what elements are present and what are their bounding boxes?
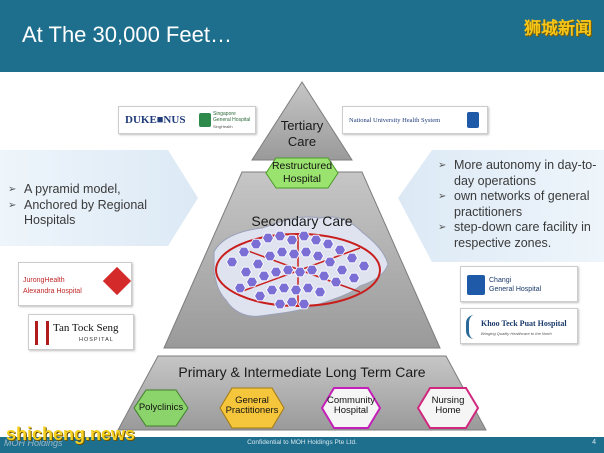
nursing-home-hex <box>416 387 480 429</box>
nuhs-wordmark: National University Health System <box>349 117 441 124</box>
footer-confidential: Confidential to MOH Holdings Pte Ltd. <box>247 439 357 446</box>
network-hex <box>250 238 262 250</box>
right-bullet-list: More autonomy in day-to-day operations o… <box>438 158 604 251</box>
tertiary-care-label: Tertiary Care <box>280 118 324 149</box>
primary-care-label: Primary & Intermediate Long Term Care <box>178 364 426 380</box>
changi-wordmark: Changi General Hospital <box>489 277 542 293</box>
network-hex <box>282 264 294 276</box>
ttsh-logo: Tan Tock Seng HOSPITAL <box>28 314 134 350</box>
network-hex <box>294 266 306 278</box>
duke-nus-sgh-logo: DUKE■NUS Singapore General Hospital Sing… <box>118 106 256 134</box>
footer-logo: MOH Holdings <box>4 438 63 448</box>
network-hex <box>330 276 342 288</box>
network-hex <box>278 282 290 294</box>
secondary-care-label: Secondary Care <box>251 213 353 229</box>
network-hex <box>300 246 312 258</box>
network-hex <box>258 270 270 282</box>
network-hex <box>290 284 302 296</box>
ktph-logo: Khoo Teck Puat Hospital Bringing Quality… <box>460 308 578 344</box>
community-hospital-hex <box>320 387 382 429</box>
community-hospital-label: Community Hospital <box>326 395 376 416</box>
alexandra-wordmark: Alexandra Hospital <box>23 288 82 295</box>
right-bullet-item: More autonomy in day-to-day operations <box>438 158 604 189</box>
network-hex <box>286 234 298 246</box>
polyclinics-label: Polyclinics <box>138 402 184 413</box>
ktph-leaf-icon <box>466 315 478 339</box>
network-hex <box>226 256 238 268</box>
polyclinics-hex <box>133 389 189 427</box>
network-hex <box>322 238 334 250</box>
right-bullet-item: step-down care facility in respective zo… <box>438 220 604 251</box>
network-hex <box>298 230 310 242</box>
network-hex <box>312 250 324 262</box>
restructured-hospital-label: Restructured Hospital <box>271 160 333 185</box>
nursing-home-label: Nursing Home <box>431 395 465 416</box>
network-hex <box>306 264 318 276</box>
nuhs-cross-icon <box>467 112 479 128</box>
jurong-wordmark: JurongHealth <box>23 277 65 284</box>
ttsh-emblem-icon <box>35 321 49 345</box>
network-hex <box>274 230 286 242</box>
network-hex <box>334 244 346 256</box>
network-hex <box>318 270 330 282</box>
network-hex <box>234 282 246 294</box>
alexandra-hospital-logo: JurongHealth Alexandra Hospital <box>18 262 132 306</box>
network-hex <box>276 246 288 258</box>
network-hex <box>240 266 252 278</box>
network-hex <box>314 286 326 298</box>
network-hex <box>264 250 276 262</box>
network-hex <box>286 296 298 308</box>
left-bullet-item: Anchored by Regional Hospitals <box>8 198 178 229</box>
watermark-en: shicheng.news <box>6 424 136 444</box>
network-hex <box>324 256 336 268</box>
left-bullet-item: A pyramid model, <box>8 182 178 198</box>
network-hex <box>266 284 278 296</box>
network-hex <box>252 258 264 270</box>
network-hex <box>262 232 274 244</box>
network-hex <box>310 234 322 246</box>
general-practitioners-label: General Practitioners <box>225 395 279 416</box>
network-hex <box>336 264 348 276</box>
sgh-sub: SingHealth <box>213 124 233 129</box>
network-hex <box>246 276 258 288</box>
network-hex <box>302 282 314 294</box>
ttsh-wordmark: Tan Tock Seng <box>53 322 119 334</box>
right-bullet-item: own networks of general practitioners <box>438 189 604 220</box>
network-hex <box>346 252 358 264</box>
general-practitioners-hex <box>219 387 285 429</box>
network-hex <box>274 298 286 310</box>
header-bar <box>0 0 604 72</box>
network-hex-cluster <box>226 230 370 310</box>
changi-icon <box>467 275 485 295</box>
watermark-cn: 狮城新闻 <box>524 19 592 39</box>
network-hex <box>298 298 310 310</box>
network-hex <box>270 266 282 278</box>
ttsh-sub: HOSPITAL <box>79 337 114 343</box>
restructured-hospital-hex <box>265 157 339 189</box>
left-bullet-list: A pyramid model, Anchored by Regional Ho… <box>8 182 178 229</box>
sgh-wordmark: Singapore General Hospital <box>213 111 251 123</box>
ktph-sub: Bringing Quality Healthcare to the North <box>481 331 552 336</box>
slide-title: At The 30,000 Feet… <box>22 22 232 47</box>
network-hex <box>238 246 250 258</box>
sgh-icon <box>199 113 211 127</box>
ktph-wordmark: Khoo Teck Puat Hospital <box>481 319 567 328</box>
pyramid-bottom-band <box>117 355 487 431</box>
network-hex <box>358 260 370 272</box>
network-hex <box>254 290 266 302</box>
duke-nus-wordmark: DUKE■NUS <box>125 114 186 126</box>
changi-logo: Changi General Hospital <box>460 266 578 302</box>
page-number: 4 <box>592 439 596 446</box>
nuhs-logo: National University Health System <box>342 106 488 134</box>
network-hex <box>288 248 300 260</box>
jurong-diamond-icon <box>102 266 132 296</box>
footer-bar: Confidential to MOH Holdings Pte Ltd. 4 <box>0 437 604 453</box>
network-hex <box>348 272 360 284</box>
